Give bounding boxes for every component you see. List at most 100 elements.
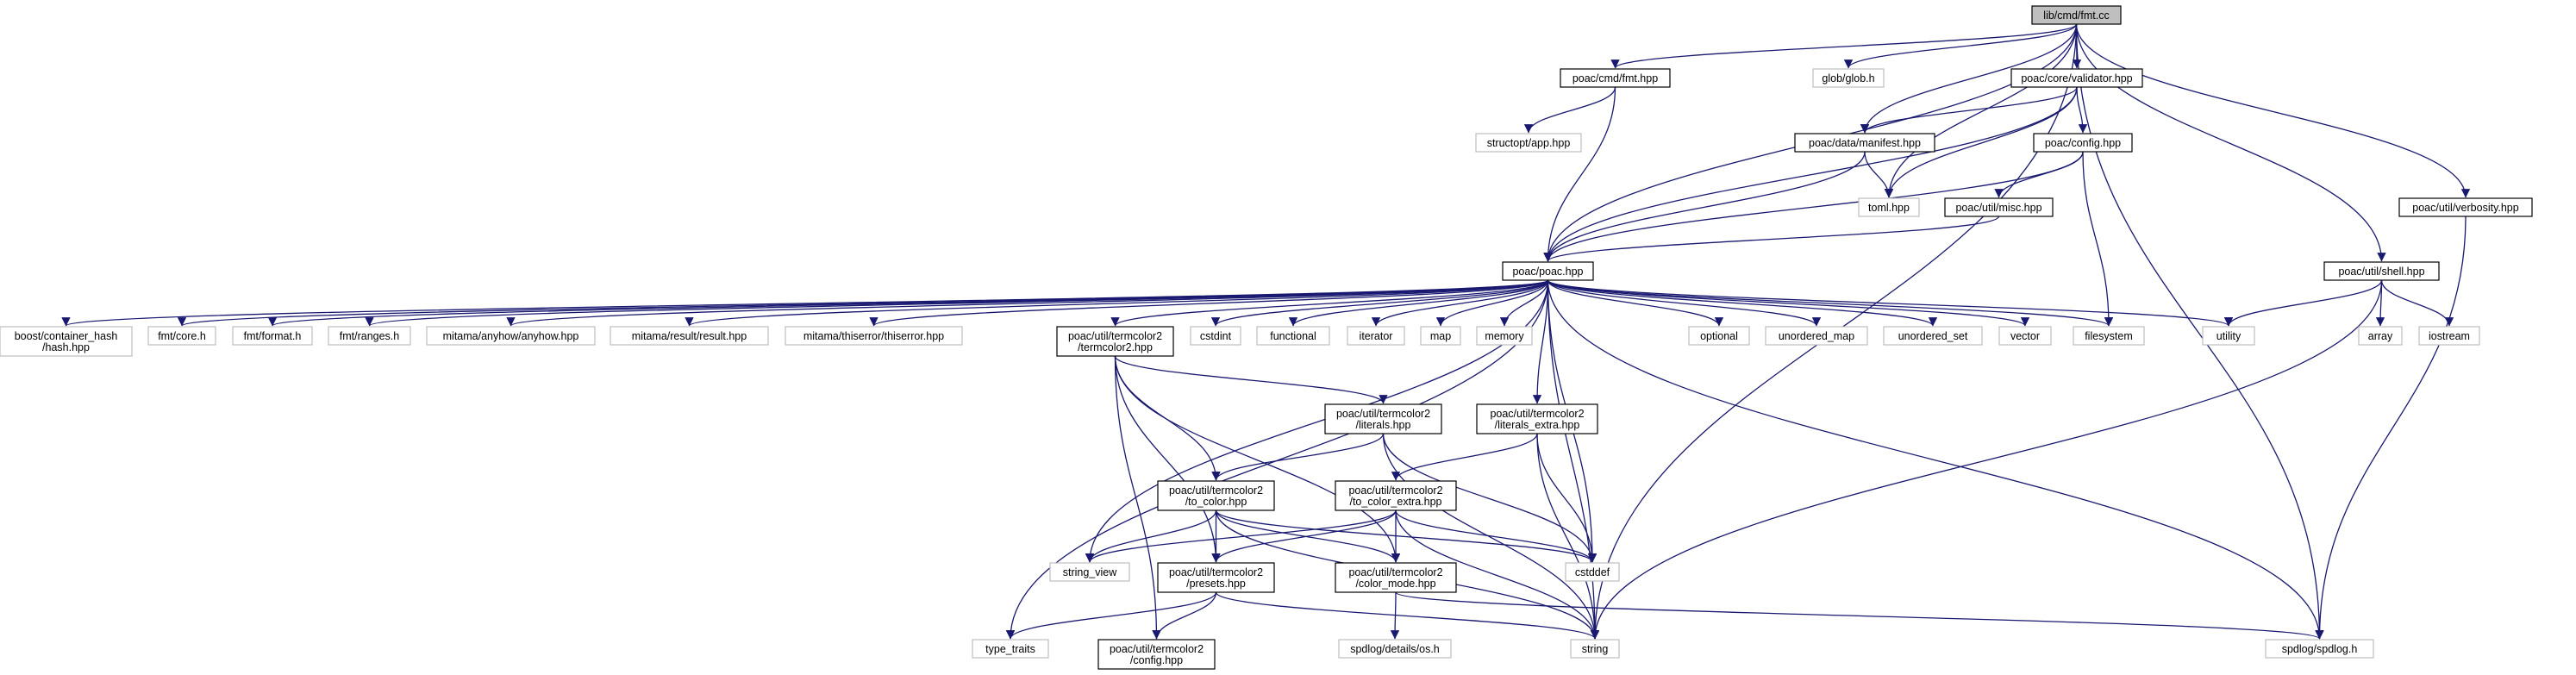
node-label: mitama/result/result.hpp bbox=[632, 330, 747, 342]
node-box bbox=[0, 326, 133, 357]
node-details-os: spdlog/details/os.h bbox=[1338, 639, 1452, 659]
node-label: memory bbox=[1485, 330, 1524, 342]
edge-literals-to-string bbox=[1382, 433, 1600, 640]
node-box bbox=[1565, 562, 1620, 582]
node-map: map bbox=[1420, 326, 1461, 346]
edge-poac-to-memory bbox=[1499, 279, 1549, 327]
node-type-traits: type_traits bbox=[972, 639, 1049, 659]
node-box bbox=[2010, 68, 2143, 88]
edge-to_color-to-cstddef bbox=[1215, 509, 1597, 563]
node-optional: optional bbox=[1688, 326, 1750, 346]
node-label: array bbox=[2368, 330, 2393, 342]
node-label: poac/util/shell.hpp bbox=[2338, 266, 2424, 278]
node-termcolor2[interactable]: poac/util/termcolor2/termcolor2.hpp bbox=[1056, 326, 1174, 357]
node-label: poac/util/termcolor2 bbox=[1348, 484, 1442, 497]
node-shell[interactable]: poac/util/shell.hpp bbox=[2323, 261, 2440, 281]
node-box bbox=[2398, 197, 2533, 217]
edge-fmt_hpp-to-structopt bbox=[1523, 86, 1616, 134]
node-filesystem: filesystem bbox=[2073, 326, 2145, 346]
edge-poac-to-fmt_format bbox=[268, 279, 1549, 327]
edge-poac-to-string bbox=[1547, 279, 1600, 640]
edge-poac-to-cstdint bbox=[1210, 279, 1549, 327]
edge-to_color_extra-to-string_view bbox=[1085, 509, 1397, 563]
node-glob: glob/glob.h bbox=[1812, 68, 1885, 88]
node-to-color-extra[interactable]: poac/util/termcolor2/to_color_extra.hpp bbox=[1335, 480, 1457, 511]
node-fmt-hpp[interactable]: poac/cmd/fmt.hpp bbox=[1560, 68, 1671, 88]
node-label: lib/cmd/fmt.cc bbox=[2043, 9, 2109, 22]
edge-poac-to-fmt_ranges bbox=[365, 279, 1549, 327]
node-tc-config[interactable]: poac/util/termcolor2/config.hpp bbox=[1097, 639, 1216, 670]
node-fmt-core: fmt/core.h bbox=[147, 326, 216, 346]
node-label: iostream bbox=[2429, 330, 2470, 342]
edge-to_color_extra-to-cstddef bbox=[1395, 509, 1597, 563]
node-manifest[interactable]: poac/data/manifest.hpp bbox=[1794, 133, 1935, 153]
edge-validator-to-manifest bbox=[1860, 86, 2078, 134]
node-verbosity[interactable]: poac/util/verbosity.hpp bbox=[2398, 197, 2533, 217]
edge-literals-to-to_color bbox=[1211, 433, 1385, 481]
node-label: poac/util/termcolor2 bbox=[1336, 408, 1430, 420]
node-anyhow: mitama/anyhow/anyhow.hpp bbox=[426, 326, 596, 346]
node-label: poac/util/verbosity.hpp bbox=[2412, 202, 2518, 214]
node-string-view: string_view bbox=[1049, 562, 1130, 582]
node-box bbox=[1335, 562, 1457, 593]
node-presets[interactable]: poac/util/termcolor2/presets.hpp bbox=[1157, 562, 1275, 593]
node-box bbox=[1944, 197, 2054, 217]
node-literals-extra[interactable]: poac/util/termcolor2/literals_extra.hpp bbox=[1476, 403, 1598, 434]
edge-presets-to-string bbox=[1215, 591, 1600, 640]
node-literals[interactable]: poac/util/termcolor2/literals.hpp bbox=[1324, 403, 1442, 434]
edge-validator-to-poac bbox=[1543, 86, 2078, 262]
edge-validator-to-config bbox=[2076, 86, 2088, 134]
edge-root-to-shell bbox=[2075, 23, 2386, 262]
node-array: array bbox=[2358, 326, 2403, 346]
node-box bbox=[1475, 133, 1582, 153]
node-label: fmt/ranges.h bbox=[340, 330, 400, 342]
node-label: spdlog/spdlog.h bbox=[2282, 643, 2358, 655]
edge-poac-to-filesystem bbox=[1547, 279, 2113, 327]
node-box bbox=[1476, 326, 1533, 346]
node-box bbox=[1157, 562, 1275, 593]
edge-termcolor2-to-literals bbox=[1114, 355, 1388, 404]
node-to-color[interactable]: poac/util/termcolor2/to_color.hpp bbox=[1157, 480, 1275, 511]
edge-poac-to-unordered_map bbox=[1547, 279, 1822, 327]
node-config[interactable]: poac/config.hpp bbox=[2033, 133, 2133, 153]
node-validator[interactable]: poac/core/validator.hpp bbox=[2010, 68, 2143, 88]
edge-literals_extra-to-cstddef bbox=[1536, 433, 1597, 563]
node-box bbox=[1998, 326, 2052, 346]
edge-misc-to-poac bbox=[1543, 216, 2000, 262]
edge-poac-to-anyhow bbox=[506, 279, 1549, 327]
edge-poac-to-map bbox=[1435, 279, 1549, 327]
node-misc[interactable]: poac/util/misc.hpp bbox=[1944, 197, 2054, 217]
node-label: glob/glob.h bbox=[1822, 72, 1874, 84]
node-vector: vector bbox=[1998, 326, 2052, 346]
node-label: functional bbox=[1270, 330, 1316, 342]
node-box bbox=[1324, 403, 1442, 434]
node-box bbox=[1190, 326, 1241, 346]
edge-config-to-filesystem bbox=[2082, 151, 2114, 327]
node-color-mode[interactable]: poac/util/termcolor2/color_mode.hpp bbox=[1335, 562, 1457, 593]
edge-shell-to-utility bbox=[2223, 279, 2383, 327]
node-poac[interactable]: poac/poac.hpp bbox=[1502, 261, 1594, 281]
node-label: string_view bbox=[1063, 566, 1117, 578]
edge-root-to-fmt_hpp bbox=[1610, 23, 2078, 69]
edge-shell-to-iostream bbox=[2380, 279, 2454, 327]
node-label: /termcolor2.hpp bbox=[1078, 341, 1153, 353]
edge-poac-to-spdlog bbox=[1547, 279, 2324, 640]
edge-to_color_extra-to-string bbox=[1395, 509, 1600, 640]
edge-color_mode-to-spdlog bbox=[1395, 591, 2324, 640]
file-nodes: lib/cmd/fmt.cc poac/cmd/fmt.hpp glob/glob.… bbox=[0, 5, 2533, 670]
edge-poac-to-optional bbox=[1547, 279, 1724, 327]
node-fmt-ranges: fmt/ranges.h bbox=[328, 326, 411, 346]
node-iterator: iterator bbox=[1347, 326, 1405, 346]
edge-to_color_extra-to-presets bbox=[1211, 509, 1397, 563]
node-label: /color_mode.hpp bbox=[1355, 578, 1435, 590]
node-label: map bbox=[1430, 330, 1451, 342]
node-label: poac/poac.hpp bbox=[1512, 266, 1583, 278]
node-label: optional bbox=[1700, 330, 1738, 342]
node-box bbox=[785, 326, 963, 346]
node-label: poac/util/termcolor2 bbox=[1169, 566, 1263, 578]
node-label: cstddef bbox=[1575, 566, 1610, 578]
edge-verbosity-to-spdlog bbox=[2315, 216, 2467, 640]
edge-termcolor2-to-tc_config bbox=[1114, 355, 1161, 640]
node-box bbox=[2073, 326, 2145, 346]
edge-poac-to-result bbox=[685, 279, 1549, 327]
